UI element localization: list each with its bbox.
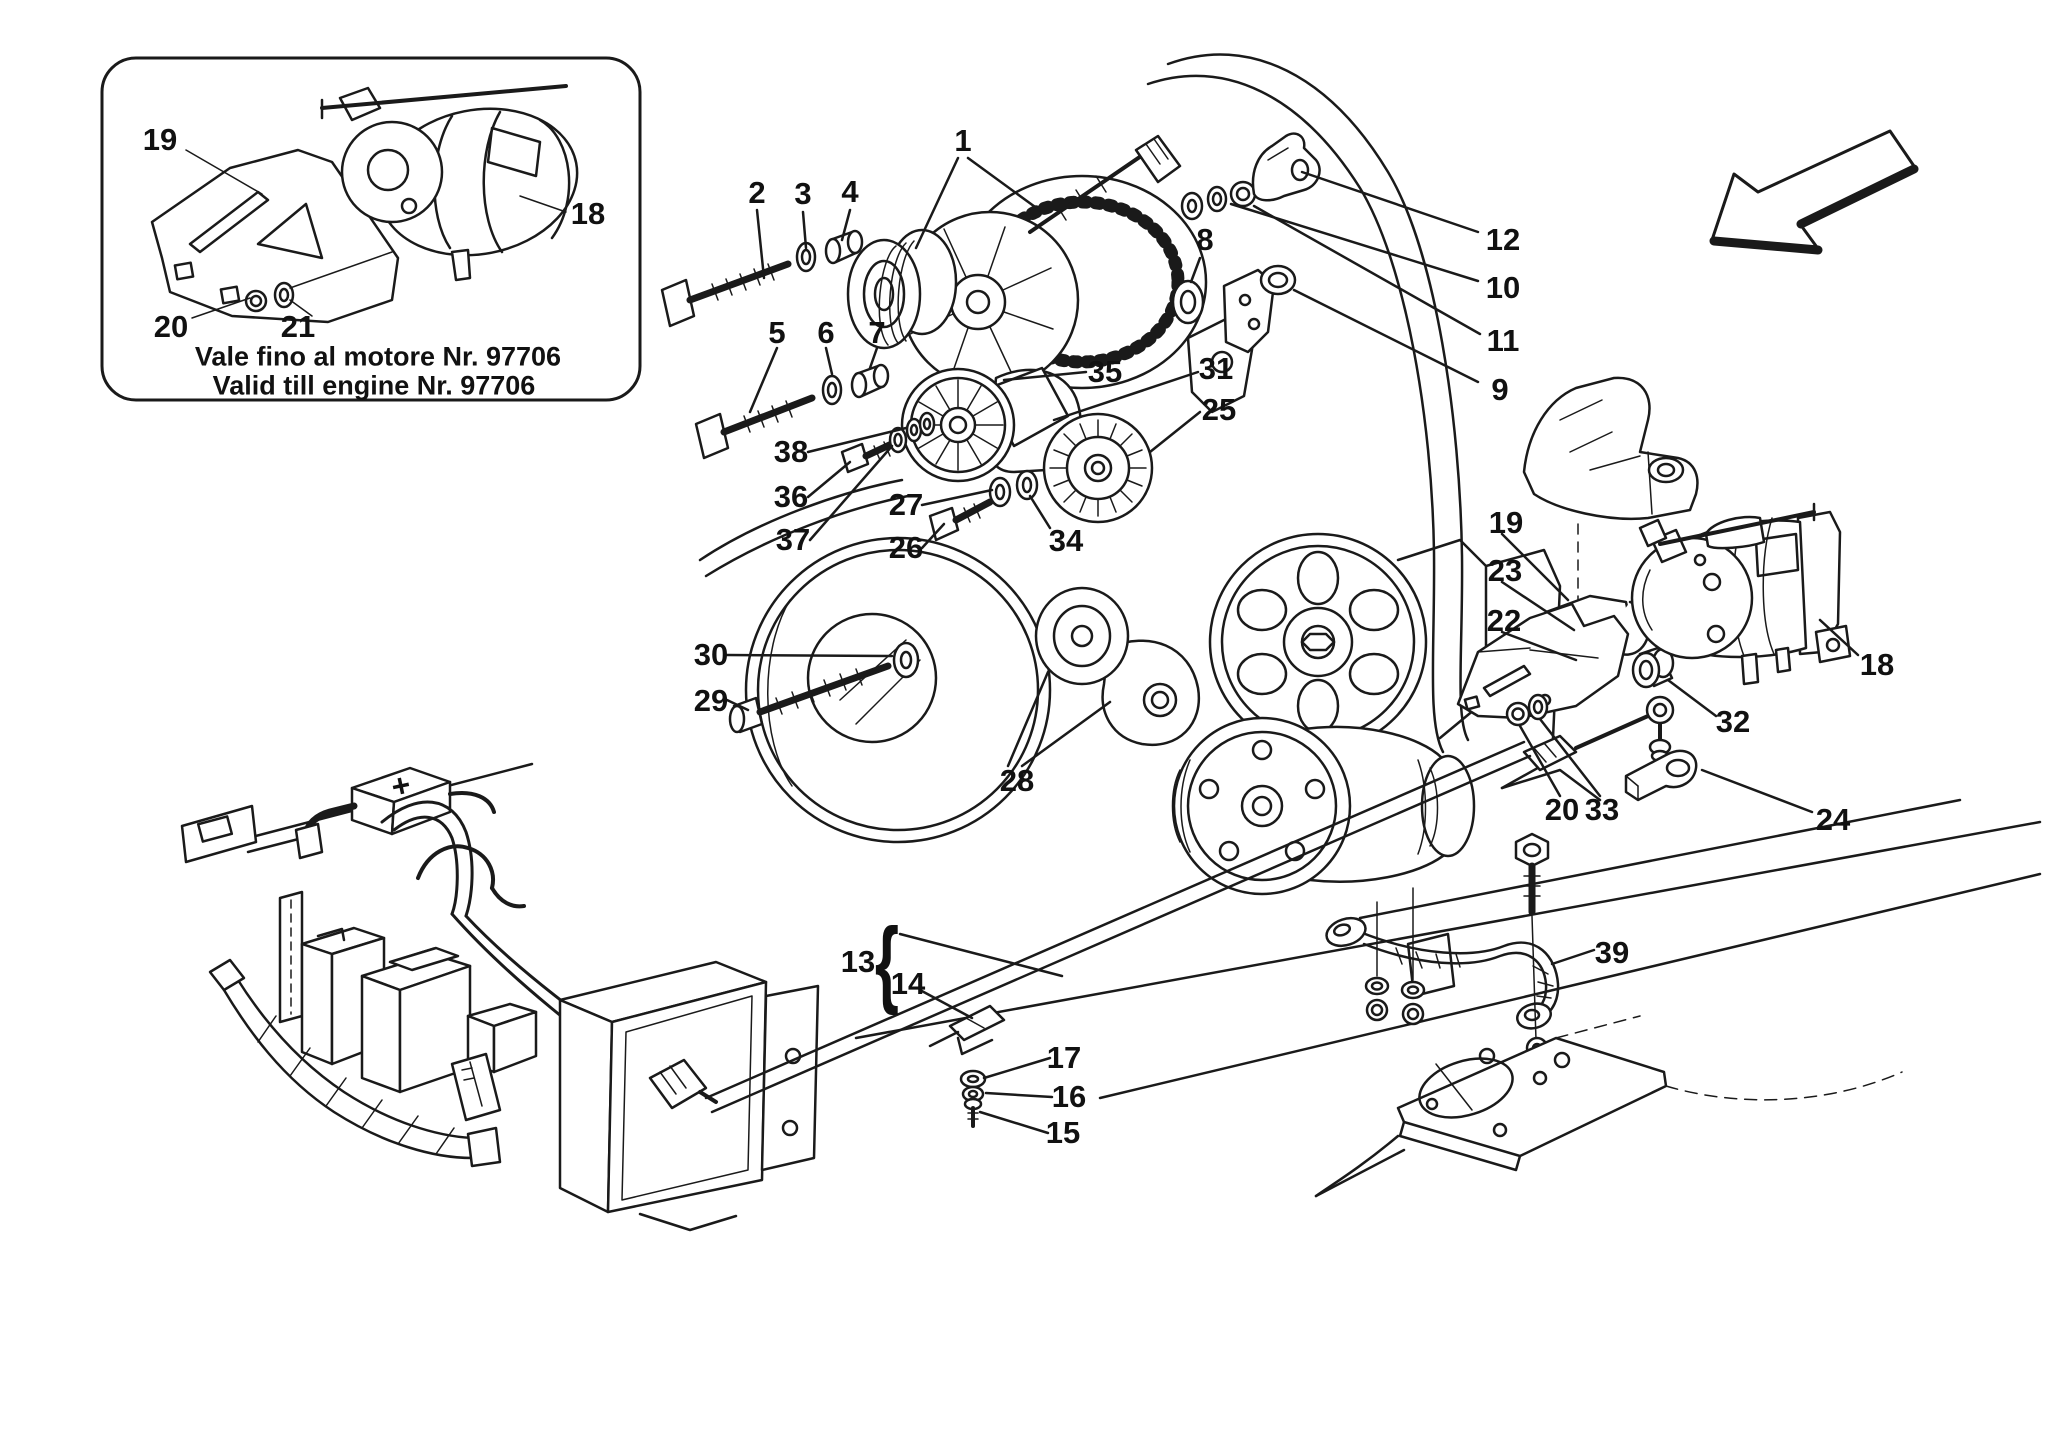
oil-pan-and-ground-strap (854, 798, 2042, 1198)
part-label-33: 33 (1584, 792, 1620, 827)
part-label-38: 38 (773, 434, 809, 469)
part-label-37: 37 (775, 522, 811, 557)
inset-panel (100, 56, 642, 402)
part-label-30: 30 (693, 637, 729, 672)
engine-mount-bracket (1522, 376, 1699, 623)
part-label-14: 14 (890, 966, 926, 1001)
belt-tensioner (1034, 586, 1201, 747)
part-label-8: 8 (1196, 222, 1214, 257)
part-label-21: 21 (280, 309, 316, 344)
part-label-32: 32 (1715, 704, 1751, 739)
alternator-bolts (660, 229, 890, 460)
wiring-harness-tray (180, 762, 820, 1232)
belt-line (704, 494, 910, 578)
direction-arrow (1709, 129, 1919, 255)
part-label-28: 28 (999, 763, 1035, 798)
part-label-36: 36 (773, 479, 809, 514)
part-label-34: 34 (1048, 523, 1084, 558)
starter-motor (1630, 502, 1852, 686)
group-brace: { (874, 909, 900, 1017)
part-label-31: 31 (1198, 351, 1234, 386)
part-label-15: 15 (1045, 1115, 1081, 1150)
part-label-26: 26 (888, 530, 924, 565)
part-label-39: 39 (1594, 935, 1630, 970)
part-label-9: 9 (1491, 372, 1509, 407)
part-label-20: 20 (153, 309, 189, 344)
part-label-16: 16 (1051, 1079, 1087, 1114)
part-label-27: 27 (888, 487, 924, 522)
terminal-hardware (1134, 132, 1321, 221)
part-label-11: 11 (1486, 323, 1520, 358)
part-label-25: 25 (1201, 392, 1237, 427)
part-label-10: 10 (1485, 270, 1521, 305)
ac-compressor (1171, 548, 1602, 896)
inset-note-line1: Vale fino al motore Nr. 97706 (194, 341, 562, 372)
part-label-19: 19 (142, 122, 178, 157)
part-label-6: 6 (817, 315, 835, 350)
part-label-4: 4 (841, 174, 859, 209)
part-label-13: 13 (840, 944, 876, 979)
battery-plus-symbol: + (388, 765, 414, 806)
side-bracket-and-plug (1171, 264, 1297, 354)
starter-cable-run (648, 740, 1532, 1128)
part-label-7: 7 (868, 315, 886, 350)
part-label-1: 1 (954, 123, 972, 158)
part-label-24: 24 (1815, 802, 1851, 837)
crank-pulley (728, 536, 1052, 844)
inset-note-line2: Valid till engine Nr. 97706 (212, 370, 536, 401)
part-label-23: 23 (1487, 553, 1523, 588)
battery-cable (1146, 53, 1470, 754)
leader-lines (725, 156, 1860, 1135)
idler-pulleys (840, 366, 1154, 542)
part-label-2: 2 (748, 175, 766, 210)
part-label-3: 3 (794, 176, 812, 211)
part-label-5: 5 (768, 315, 786, 350)
part-label-19: 19 (1488, 505, 1524, 540)
part-label-20: 20 (1544, 792, 1580, 827)
belt-line (698, 478, 904, 562)
power-steering-pump (1208, 532, 1488, 752)
part-label-17: 17 (1046, 1040, 1082, 1075)
part-label-29: 29 (693, 683, 729, 718)
part-label-22: 22 (1486, 603, 1522, 638)
part-label-18: 18 (1859, 647, 1895, 682)
starter-support-bracket (1456, 594, 1698, 802)
part-label-12: 12 (1485, 222, 1521, 257)
part-label-18: 18 (570, 196, 606, 231)
part-label-35: 35 (1087, 354, 1123, 389)
